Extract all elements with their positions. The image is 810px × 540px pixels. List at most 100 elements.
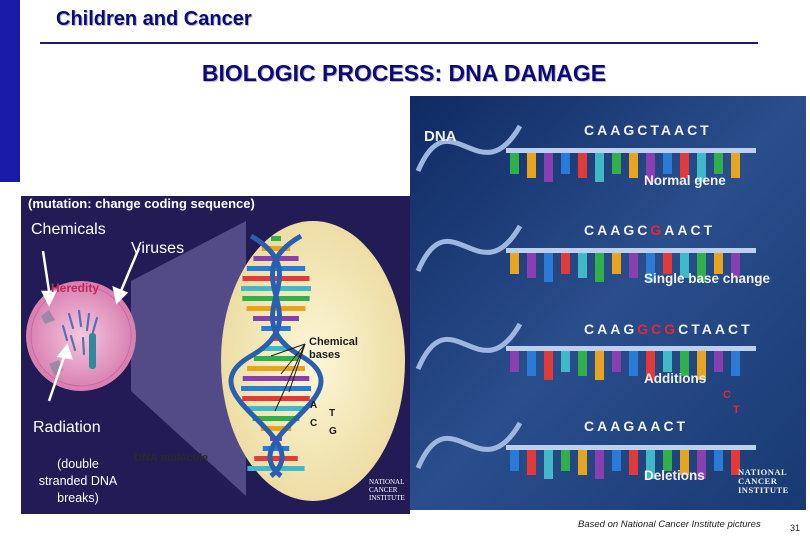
dna-base-bar: [714, 350, 723, 372]
seq3-suffix: CTAACT: [678, 321, 753, 337]
page-number: 31: [790, 523, 801, 533]
dna-base-bar: [714, 449, 723, 471]
dna-base-bar: [595, 350, 604, 380]
helix-base-pair: [242, 276, 310, 281]
dna-backbone: [415, 421, 523, 469]
dna-base-bar: [646, 152, 655, 182]
helix-base-pair: [246, 266, 306, 271]
dna-base-bar: [578, 449, 587, 475]
dna-base-bar: [527, 252, 536, 278]
dna-base-bar: [527, 152, 536, 178]
dna-base-bar: [595, 152, 604, 182]
helix-base-pair: [247, 366, 305, 371]
dna-backbone-bar: [506, 346, 756, 351]
dna-base-bar: [663, 152, 672, 174]
nci-left-line3: INSTITUTE: [369, 494, 405, 502]
helix-base-pair: [253, 316, 299, 321]
seq3-insert: GCG: [637, 321, 679, 337]
dna-base-bar: [561, 252, 570, 274]
slide-heading: BIOLOGIC PROCESS: DNA DAMAGE: [0, 60, 810, 87]
chemical-bases-line1: Chemical: [309, 336, 358, 348]
helix-base-pair: [262, 346, 290, 351]
helix-base-pair: [271, 236, 281, 241]
dna-backbone: [415, 124, 523, 172]
slide-title: Children and Cancer: [56, 8, 252, 30]
dna-molecule-label: DNA molecule: [134, 452, 209, 464]
dna-base-bar: [646, 449, 655, 479]
footer-credit: Based on National Cancer Institute pictu…: [578, 519, 761, 530]
dna-base-bar: [680, 350, 689, 376]
dna-base-bar: [680, 449, 689, 475]
base-a-label: A: [310, 400, 318, 411]
dna-base-bar: [544, 152, 553, 182]
dna-base-bar: [680, 252, 689, 278]
dna-base-bar: [544, 449, 553, 479]
dna-base-bar: [510, 152, 519, 174]
chemical-bases-line2: bases: [309, 349, 341, 361]
addition-sequence: CAAGGCGCTAACT: [584, 321, 753, 337]
dna-base-bar: [527, 350, 536, 376]
cell-and-helix-drawing: [21, 196, 410, 514]
normal-gene-caption: Normal gene: [644, 173, 726, 188]
dna-base-bar: [731, 252, 740, 278]
nci-logo-right: NATIONAL CANCER INSTITUTE: [738, 468, 800, 495]
dna-base-bar: [663, 449, 672, 471]
helix-strand: [228, 233, 303, 478]
nci-right-line3: INSTITUTE: [738, 485, 789, 495]
dna-base-bar: [578, 252, 587, 278]
dna-base-bar: [697, 350, 706, 380]
dsb-line1: (double: [57, 457, 99, 471]
dna-base-bar: [595, 252, 604, 282]
dna-base-bar: [629, 449, 638, 475]
nci-right-line2: CANCER: [738, 476, 778, 486]
deleted-base-c: C: [723, 389, 731, 401]
dna-strands-drawing: [410, 96, 806, 510]
dna-base-bar: [646, 350, 655, 380]
dna-base-bar: [612, 449, 621, 471]
mutation-note: (mutation: change coding sequence): [28, 196, 255, 211]
dna-base-bar: [612, 350, 621, 372]
dna-base-bar: [714, 152, 723, 174]
dna-base-bar: [561, 449, 570, 471]
dna-base-bar: [561, 350, 570, 372]
helix-base-pair: [260, 426, 292, 431]
helix-base-pair: [261, 246, 291, 251]
seq3-prefix: CAAG: [584, 321, 638, 337]
deletion-sequence: CAAGAACT: [584, 418, 689, 434]
dna-base-bar: [680, 152, 689, 178]
dna-ladder-row: [415, 322, 756, 380]
helix-base-pair: [262, 446, 290, 451]
dna-backbone: [415, 322, 523, 370]
dna-label: DNA: [424, 128, 457, 145]
radiation-label: Radiation: [33, 419, 101, 436]
base-c-label: C: [310, 418, 318, 429]
additions-caption: Additions: [644, 371, 707, 386]
dna-molecule-illustration: (mutation: change coding sequence) Chemi…: [21, 196, 410, 514]
helix-base-pair: [253, 356, 299, 361]
dna-base-bar: [510, 449, 519, 471]
title-divider: [40, 42, 758, 44]
dna-base-bar: [510, 350, 519, 372]
dna-ladder-row: [415, 224, 756, 282]
helix-base-pair: [242, 376, 310, 381]
helix-base-pair: [246, 306, 306, 311]
dna-base-bar: [578, 152, 587, 178]
helix-base-pair: [270, 336, 282, 341]
deleted-base-t: T: [733, 404, 740, 416]
dna-base-bar: [510, 252, 519, 274]
dna-ladder-row: [415, 421, 756, 479]
dna-backbone-bar: [506, 248, 756, 253]
dna-base-bar: [731, 449, 740, 475]
left-accent-gap: [0, 182, 20, 540]
dna-base-bar: [731, 350, 740, 376]
dna-base-bar: [646, 252, 655, 282]
dna-base-bar: [561, 152, 570, 174]
deletions-caption: Deletions: [644, 468, 705, 483]
dna-base-bar: [544, 350, 553, 380]
dna-base-bar: [629, 350, 638, 376]
nci-right-line1: NATIONAL: [738, 467, 788, 477]
normal-sequence: CAAGCTAACT: [584, 122, 712, 138]
seq2-prefix: CAAGC: [584, 222, 651, 238]
nci-left-line1: NATIONAL: [369, 478, 405, 486]
base-g-label: G: [329, 426, 337, 437]
